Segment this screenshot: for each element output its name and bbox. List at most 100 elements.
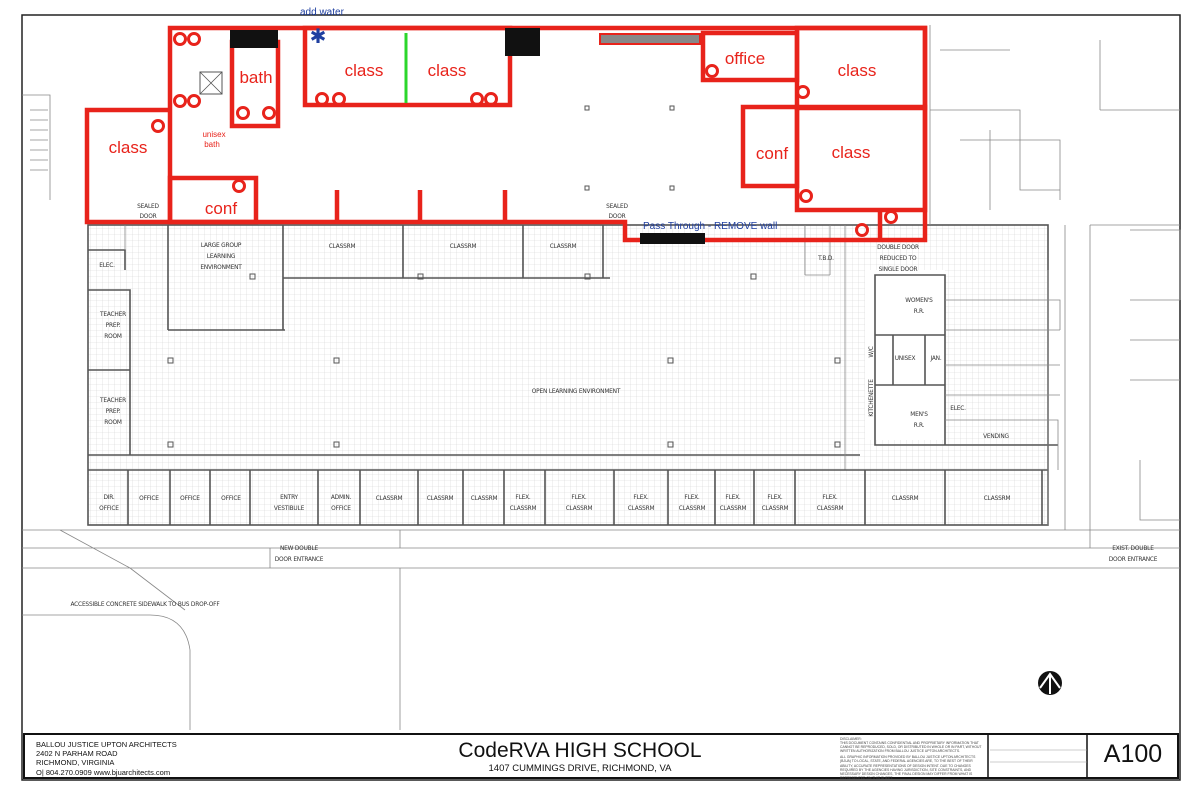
room-label: ELEC.: [950, 404, 966, 412]
room-label: CLASSRM: [762, 504, 789, 512]
room-label: CLASSRM: [892, 494, 919, 502]
room-label: CLASSRM: [679, 504, 706, 512]
disclaimer-text: THIS DOCUMENT CONTAINS CONFIDENTIAL AND …: [840, 741, 982, 754]
existing-floor-plan: [22, 25, 1181, 730]
room-label: WOMEN'S: [905, 296, 933, 304]
room-label: LARGE GROUP: [201, 241, 242, 249]
room-label: OFFICE: [221, 494, 241, 502]
room-label: DOOR: [140, 212, 157, 220]
room-label: JAN.: [929, 354, 941, 362]
room-label: SEALED: [606, 202, 628, 210]
room-label: CLASSRM: [329, 242, 356, 250]
room-label: KITCHENETTE: [867, 379, 875, 417]
room-label: LEARNING: [207, 252, 236, 260]
room-label: CLASSRM: [471, 494, 498, 502]
room-label: OFFICE: [180, 494, 200, 502]
room-label: R.R.: [914, 421, 925, 429]
room-label: TEACHER: [99, 396, 126, 404]
room-label: PREP.: [106, 321, 121, 329]
unisex-bath-label: bath: [204, 140, 220, 149]
red-room-label: class: [428, 61, 467, 80]
room-label: VENDING: [983, 432, 1009, 440]
room-label: DOOR ENTRANCE: [1109, 555, 1158, 563]
room-label: DOOR: [609, 212, 626, 220]
red-room-label: bath: [239, 68, 272, 87]
room-label: W/C: [867, 346, 875, 357]
room-label: ENVIRONMENT: [200, 263, 242, 271]
black-wall-bar: [230, 30, 278, 48]
room-label: ENTRY: [280, 493, 298, 501]
room-label: FLEX.: [725, 493, 741, 501]
room-label: T.B.D.: [817, 254, 834, 262]
wall-remove-bar: [640, 233, 705, 244]
room-label: FLEX.: [633, 493, 649, 501]
red-room-label: office: [725, 49, 765, 68]
red-room-label: class: [345, 61, 384, 80]
room-label: CLASSRM: [817, 504, 844, 512]
architect-info: BALLOU JUSTICE UPTON ARCHITECTS 2402 N P…: [36, 740, 177, 777]
room-label: MEN'S: [910, 410, 928, 418]
room-label: REDUCED TO: [880, 254, 917, 262]
room-label: CLASSRM: [720, 504, 747, 512]
room-label: DIR.: [103, 493, 114, 501]
room-label: OFFICE: [99, 504, 119, 512]
room-label: SEALED: [137, 202, 159, 210]
room-label: FLEX.: [684, 493, 700, 501]
sheet-number: A100: [1103, 740, 1163, 768]
room-label: CLASSRM: [376, 494, 403, 502]
room-label: ELEC.: [99, 261, 115, 269]
room-label: ADMIN.: [331, 493, 352, 501]
room-label: FLEX.: [515, 493, 531, 501]
room-label: OFFICE: [331, 504, 351, 512]
room-label: CLASSRM: [984, 494, 1011, 502]
north-arrow-icon: [1038, 671, 1062, 695]
room-label: NEW DOUBLE: [280, 544, 319, 552]
disclaimer-heading: DISCLAIMER:: [840, 737, 862, 741]
firm-city: RICHMOND, VIRGINIA: [36, 758, 115, 768]
room-label: OFFICE: [139, 494, 159, 502]
room-label: ACCESSIBLE CONCRETE SIDEWALK TO BUS DROP…: [70, 600, 220, 608]
sheet-border: [21, 14, 1181, 781]
room-label: SINGLE DOOR: [879, 265, 918, 273]
firm-street: 2402 N PARHAM ROAD: [36, 749, 118, 759]
room-label: FLEX.: [822, 493, 838, 501]
room-label: R.R.: [914, 307, 925, 315]
room-label: CLASSRM: [427, 494, 454, 502]
unisex-bath-label: unisex: [202, 130, 225, 139]
red-room-label: class: [832, 143, 871, 162]
room-label: ROOM: [104, 332, 122, 340]
firm-name: BALLOU JUSTICE UPTON ARCHITECTS: [36, 740, 177, 749]
room-label: UNISEX: [895, 354, 916, 362]
star-icon: ✱: [310, 26, 327, 48]
room-label: EXIST. DOUBLE: [1112, 544, 1154, 552]
project-address: 1407 CUMMINGS DRIVE, RICHMOND, VA: [488, 763, 672, 774]
room-label: CLASSRM: [628, 504, 655, 512]
room-label: TEACHER: [99, 310, 126, 318]
pass-through-note: Pass Through - REMOVE wall: [643, 221, 777, 232]
disclaimer-text: ALL GRAPHIC INFORMATION PROVIDED BY BALL…: [840, 755, 976, 780]
firm-contact: O| 804.270.0909 www.bjuarchitects.com: [36, 767, 171, 777]
room-label: DOUBLE DOOR: [877, 243, 919, 251]
red-room-label: conf: [205, 199, 237, 218]
project-title: CodeRVA HIGH SCHOOL: [458, 739, 702, 762]
room-label: VESTIBULE: [274, 504, 305, 512]
red-room-label: class: [109, 138, 148, 157]
room-label: CLASSRM: [566, 504, 593, 512]
room-label: FLEX.: [767, 493, 783, 501]
room-label: FLEX.: [571, 493, 587, 501]
red-room-label: class: [838, 61, 877, 80]
red-markup-overlay: bath class class office class class conf…: [84, 25, 928, 244]
title-block-frame: [23, 733, 1179, 779]
disclaimer: DISCLAIMER: THIS DOCUMENT CONTAINS CONFI…: [840, 737, 985, 780]
room-label: DOOR ENTRANCE: [275, 555, 324, 563]
room-label: ROOM: [104, 418, 122, 426]
black-wall-bar: [505, 28, 540, 56]
add-water-note: add water: [300, 7, 345, 18]
room-label: OPEN LEARNING ENVIRONMENT: [532, 387, 621, 395]
red-room-label: conf: [756, 144, 788, 163]
room-label: CLASSRM: [450, 242, 477, 250]
room-labels: SEALED DOOR SEALED DOOR ELEC. LARGE GROUP LEAR…: [70, 202, 1158, 608]
room-label: CLASSRM: [510, 504, 537, 512]
grey-wall-bar: [599, 33, 701, 45]
